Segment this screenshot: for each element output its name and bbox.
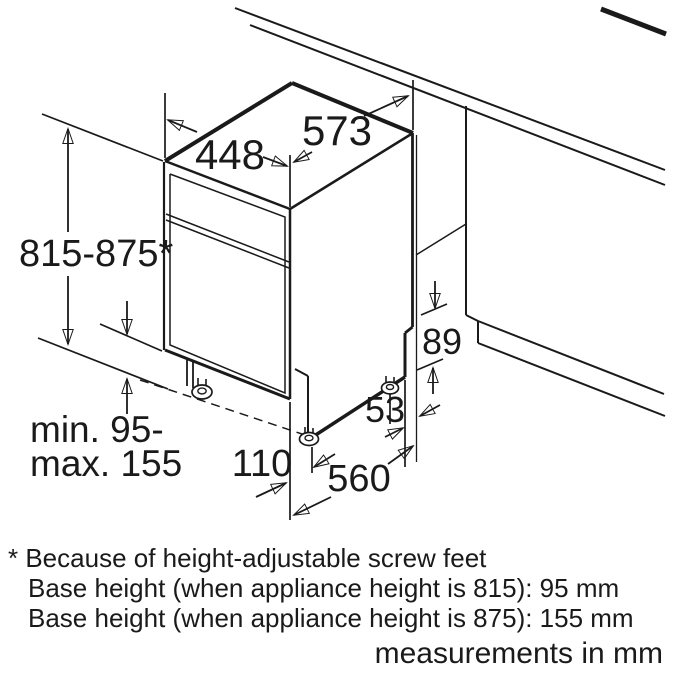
dim-label-top-width: 448 <box>195 131 265 178</box>
tick-89-lower <box>416 358 444 371</box>
top-back-left-edge <box>163 81 294 163</box>
footnote-line-3: Base height (when appliance height is 87… <box>28 603 634 633</box>
top-back-right-edge <box>291 81 414 135</box>
appliance-side-face <box>290 133 413 438</box>
dim-label-base-min: min. 95- <box>30 409 164 450</box>
door-inner-frame <box>169 173 286 395</box>
countertop-front-edge-upper <box>234 7 666 171</box>
extension-lines <box>37 80 448 520</box>
appliance <box>139 81 418 462</box>
arrow-53-right <box>420 405 441 416</box>
arrow-448-right <box>262 157 287 167</box>
foot-stud <box>304 434 314 442</box>
ext-door-bottom <box>99 323 163 352</box>
dim-label-height-range: 815-875* <box>19 233 173 275</box>
footnote-line-2: Base height (when appliance height is 81… <box>28 573 620 603</box>
screw-foot-front-right <box>298 427 320 447</box>
side-panel-step <box>465 314 479 322</box>
control-strip-line-lower <box>165 219 290 269</box>
countertop-back-edge <box>600 6 667 37</box>
countertop-front-edge-lower <box>249 24 666 186</box>
dim-label-foot-inset: 110 <box>232 443 293 485</box>
screw-foot-rear <box>380 376 400 395</box>
arrow-573-right <box>363 96 408 117</box>
dim-label-base-max: max. 155 <box>30 443 182 484</box>
units-note: measurements in mm <box>374 637 663 670</box>
ext-height-top <box>41 113 164 162</box>
top-right-edge <box>289 131 414 211</box>
appliance-top-face <box>165 83 413 209</box>
arrow-560-left <box>294 496 332 515</box>
door-bottom-edge <box>164 348 291 401</box>
side-panel-base-bottom-edge <box>477 342 666 417</box>
footnote-line-1: * Because of height-adjustable screw fee… <box>8 543 487 573</box>
appliance-front-face <box>165 161 290 399</box>
arrow-573-left <box>294 152 313 162</box>
base-front-right-jog <box>294 368 309 377</box>
dim-label-rear-offset: 53 <box>365 389 405 430</box>
ext-height-bottom <box>37 337 169 390</box>
side-panel-base-top-edge <box>477 320 665 395</box>
tick-89-upper <box>420 303 448 316</box>
arrow-448-left <box>168 119 198 133</box>
foot-stud <box>197 387 207 395</box>
screw-foot-front-left <box>191 378 213 400</box>
arrow-110-right <box>314 453 336 467</box>
dimension-arrows <box>68 96 440 515</box>
back-base-jog <box>404 325 414 335</box>
top-front-edge <box>164 159 291 211</box>
floor-line-behind-appliance <box>415 223 467 256</box>
countertop <box>234 6 667 186</box>
control-strip-line-upper <box>165 213 290 263</box>
arrow-560-right <box>387 446 413 465</box>
cabinet-side-panel <box>415 106 666 417</box>
foot-stud <box>385 383 395 391</box>
dim-label-top-depth: 573 <box>302 107 372 154</box>
arrow-53-left <box>384 428 403 437</box>
dim-label-bottom-depth: 560 <box>327 458 390 500</box>
dim-label-rear-height: 89 <box>422 321 462 362</box>
arrow-110-left <box>255 483 286 498</box>
